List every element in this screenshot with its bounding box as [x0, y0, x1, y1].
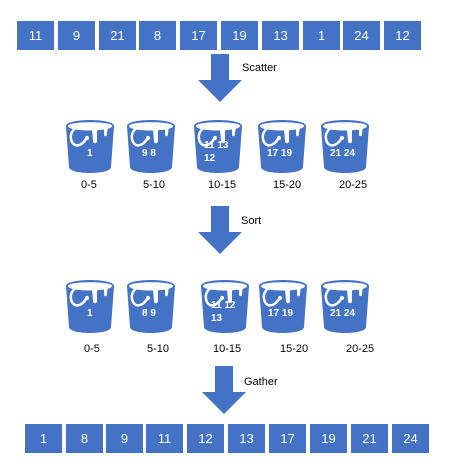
input-cell: 9 [58, 21, 95, 50]
bucket-values: 1 [87, 308, 93, 319]
sorted-bucket-icon: 21 24 [317, 272, 373, 334]
sorted-bucket-icon: 17 19 [255, 272, 311, 334]
bucket-values: 17 19 [268, 308, 294, 319]
input-cell: 1 [303, 21, 340, 50]
output-cell: 11 [146, 424, 183, 453]
scatter-label: Scatter [242, 62, 277, 74]
bucket-range-label: 5-10 [147, 343, 170, 355]
output-cell: 21 [351, 424, 388, 453]
gather-arrow-icon [202, 366, 246, 414]
output-cell: 9 [106, 424, 143, 453]
output-array: 1 8 9 11 12 13 17 19 21 24 [0, 424, 458, 453]
bucket-values: 13 [211, 313, 223, 324]
input-array: 11 9 21 8 17 19 13 1 24 12 [0, 21, 458, 50]
scatter-bucket-icon: 9 8 [123, 112, 179, 174]
output-cell: 17 [269, 424, 306, 453]
sort-arrow-icon [198, 206, 242, 254]
bucket-values: 9 8 [142, 148, 156, 159]
bucket-values: 8 9 [142, 308, 156, 319]
input-cell: 12 [384, 21, 421, 50]
scatter-bucket-icon: 17 19 [254, 112, 310, 174]
input-cell: 19 [221, 21, 258, 50]
bucket-range-label: 5-10 [143, 179, 166, 191]
bucket-values: 21 24 [330, 148, 356, 159]
output-cell: 12 [187, 424, 224, 453]
sorted-bucket-icon: 11 12 13 [197, 272, 253, 334]
bucket-range-label: 0-5 [84, 343, 100, 355]
input-cell: 13 [262, 21, 299, 50]
output-cell: 24 [392, 424, 429, 453]
bucket-values: 12 [204, 153, 216, 164]
input-cell: 21 [99, 21, 136, 50]
input-cell: 17 [180, 21, 217, 50]
bucket-values: 21 24 [330, 308, 356, 319]
bucket-range-label: 20-25 [346, 343, 375, 355]
scatter-bucket-icon: 11 13 12 [190, 112, 246, 174]
bucket-range-label: 10-15 [213, 343, 242, 355]
bucket-range-label: 15-20 [273, 179, 302, 191]
bucket-values: 11 13 [204, 140, 229, 151]
bucket-values: 1 [87, 148, 93, 159]
scatter-arrow-icon [198, 54, 242, 102]
bucket-range-label: 20-25 [339, 179, 368, 191]
output-cell: 13 [228, 424, 265, 453]
gather-label: Gather [244, 376, 278, 388]
sorted-bucket-icon: 1 [62, 272, 118, 334]
output-cell: 19 [310, 424, 347, 453]
sorted-bucket-icon: 8 9 [123, 272, 179, 334]
scatter-bucket-icon: 21 24 [317, 112, 373, 174]
input-cell: 11 [17, 21, 54, 50]
output-cell: 8 [66, 424, 103, 453]
bucket-range-label: 10-15 [208, 179, 237, 191]
sort-label: Sort [241, 215, 262, 227]
output-cell: 1 [25, 424, 62, 453]
bucket-range-label: 0-5 [81, 179, 97, 191]
input-cell: 8 [139, 21, 176, 50]
scatter-bucket-icon: 1 [62, 112, 118, 174]
bucket-values: 17 19 [267, 148, 293, 159]
bucket-values: 11 12 [211, 300, 236, 311]
bucket-range-label: 15-20 [280, 343, 309, 355]
input-cell: 24 [343, 21, 380, 50]
